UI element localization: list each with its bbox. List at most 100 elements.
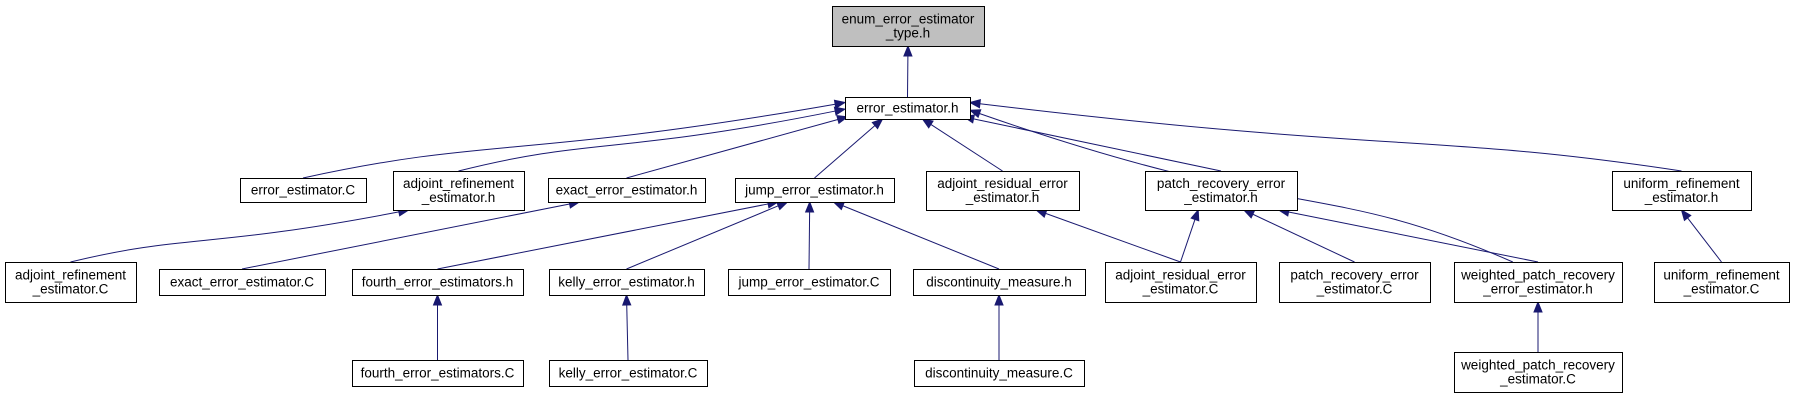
edge-line	[979, 103, 1682, 172]
node-box	[548, 178, 706, 203]
edge-wpatch_c-to-wpatch_h	[1533, 300, 1543, 352]
node-box	[1105, 262, 1257, 303]
edge-line	[808, 211, 811, 270]
node-label-line: adjoint_residual_error	[937, 176, 1068, 191]
edge-line	[626, 118, 838, 179]
edge-line	[842, 205, 1000, 270]
edge-arrowhead	[1680, 208, 1692, 222]
node-ee-h[interactable]: error_estimator.h	[845, 97, 971, 120]
node-are-h[interactable]: adjoint_refinement_estimator.h	[393, 171, 525, 211]
node-patch-c[interactable]: patch_recovery_error_estimator.C	[1279, 262, 1431, 303]
node-box	[914, 360, 1085, 387]
edge-exact_h-to-ee_h	[626, 115, 849, 179]
node-label-line: error_estimator.C	[251, 183, 356, 198]
edge-kelly_c-to-kelly_h	[622, 293, 632, 361]
node-label-line: kelly_error_estimator.h	[558, 275, 695, 290]
node-label-line: patch_recovery_error	[1290, 268, 1419, 283]
edge-line	[437, 203, 769, 270]
node-label-line: adjoint_refinement	[403, 176, 514, 191]
edge-line	[814, 125, 876, 179]
node-label-line: _estimator.C	[1316, 282, 1393, 297]
edge-line	[1252, 213, 1355, 263]
node-kelly-c[interactable]: kelly_error_estimator.C	[549, 360, 708, 387]
node-fourth-c[interactable]: fourth_error_estimators.C	[352, 360, 524, 387]
node-patch-h[interactable]: patch_recovery_error_estimator.h	[1145, 171, 1298, 211]
node-adjres-c[interactable]: adjoint_residual_error_estimator.C	[1105, 262, 1257, 303]
node-wpatch-c[interactable]: weighted_patch_recovery_estimator.C	[1454, 352, 1623, 393]
node-jump-h[interactable]: jump_error_estimator.h	[735, 178, 895, 203]
node-label-line: _estimator.C	[1683, 282, 1760, 297]
node-unif-c[interactable]: uniform_refinement_estimator.C	[1654, 262, 1790, 303]
edge-line	[626, 205, 779, 270]
edge-adjres_c-to-adjres_h	[1034, 209, 1181, 263]
node-label-line: weighted_patch_recovery	[1460, 268, 1615, 283]
node-box	[5, 262, 137, 303]
edge-patch_c-to-patch_h	[1242, 209, 1355, 263]
node-jump-c[interactable]: jump_error_estimator.C	[728, 269, 891, 296]
node-box	[728, 269, 891, 296]
node-label-line: discontinuity_measure.h	[926, 275, 1072, 290]
edge-patch_h-to-ee_h	[962, 114, 1222, 172]
edge-disc_c-to-disc_h	[994, 293, 1004, 360]
node-box	[159, 269, 326, 296]
edge-arrowhead	[1242, 209, 1256, 219]
node-box	[1454, 262, 1623, 303]
node-label-line: _estimator.h	[1644, 190, 1719, 205]
edge-line	[1045, 212, 1181, 263]
edge-ee_h-to-enum	[903, 44, 913, 98]
node-are-c[interactable]: adjoint_refinement_estimator.C	[5, 262, 137, 303]
node-label-line: _type.h	[885, 26, 930, 41]
node-box	[352, 360, 524, 387]
node-label-line: fourth_error_estimators.C	[361, 366, 515, 381]
edge-arrowhead	[832, 201, 846, 211]
node-label-line: uniform_refinement	[1623, 176, 1740, 191]
node-enum[interactable]: enum_error_estimator_type.h	[832, 6, 985, 47]
edge-fourth_c-to-fourth_h	[432, 293, 443, 360]
node-label-line: _error_estimator.h	[1482, 282, 1593, 297]
node-label-line: fourth_error_estimators.h	[362, 275, 514, 290]
node-exact-c[interactable]: exact_error_estimator.C	[159, 269, 326, 296]
edge-line	[302, 103, 836, 179]
node-box	[240, 178, 367, 203]
node-box	[832, 6, 985, 47]
node-box	[549, 360, 708, 387]
node-box	[1654, 262, 1790, 303]
edge-arrowhead	[432, 293, 443, 306]
edge-arrowhead	[836, 115, 849, 125]
node-label-line: adjoint_residual_error	[1115, 268, 1246, 283]
edge-arrowhead	[871, 118, 884, 130]
edge-arrowhead	[833, 99, 847, 109]
node-ee-c[interactable]: error_estimator.C	[240, 178, 367, 203]
edge-unif_c-to-unif_h	[1680, 208, 1722, 263]
edge-line	[241, 203, 570, 270]
node-disc-c[interactable]: discontinuity_measure.C	[914, 360, 1085, 387]
node-fourth-h[interactable]: fourth_error_estimators.h	[352, 269, 524, 296]
node-disc-h[interactable]: discontinuity_measure.h	[913, 269, 1086, 296]
edge-line	[626, 304, 629, 361]
node-kelly-h[interactable]: kelly_error_estimator.h	[549, 269, 705, 296]
edge-unif_h-to-ee_h	[968, 99, 1682, 172]
node-exact-h[interactable]: exact_error_estimator.h	[548, 178, 706, 203]
edge-line	[1180, 219, 1196, 263]
node-label-line: exact_error_estimator.C	[170, 275, 314, 290]
node-label-line: _estimator.h	[1183, 190, 1258, 205]
edge-kelly_h-to-jump_h	[626, 201, 789, 270]
edge-ee_c-to-ee_h	[302, 99, 847, 179]
node-box	[1145, 171, 1298, 211]
node-label-line: _estimator.h	[965, 190, 1040, 205]
edge-wpatch_h-to-patch_h	[1277, 207, 1539, 263]
node-unif-h[interactable]: uniform_refinement_estimator.h	[1612, 171, 1752, 211]
edge-arrowhead	[1190, 208, 1200, 222]
edge-adjres_h-to-ee_h	[921, 118, 1003, 172]
node-adjres-h[interactable]: adjoint_residual_error_estimator.h	[926, 171, 1080, 211]
node-label-line: error_estimator.h	[856, 101, 958, 116]
edge-are_c-to-are_h	[70, 207, 411, 263]
edge-arrowhead	[775, 201, 789, 211]
edge-arrowhead	[622, 293, 632, 306]
edge-arrowhead	[804, 200, 815, 213]
edge-are_h-to-ee_h	[458, 106, 847, 172]
node-wpatch-h[interactable]: weighted_patch_recovery_error_estimator.…	[1454, 262, 1623, 303]
edge-arrowhead	[968, 109, 982, 119]
node-label-line: weighted_patch_recovery	[1460, 358, 1615, 373]
